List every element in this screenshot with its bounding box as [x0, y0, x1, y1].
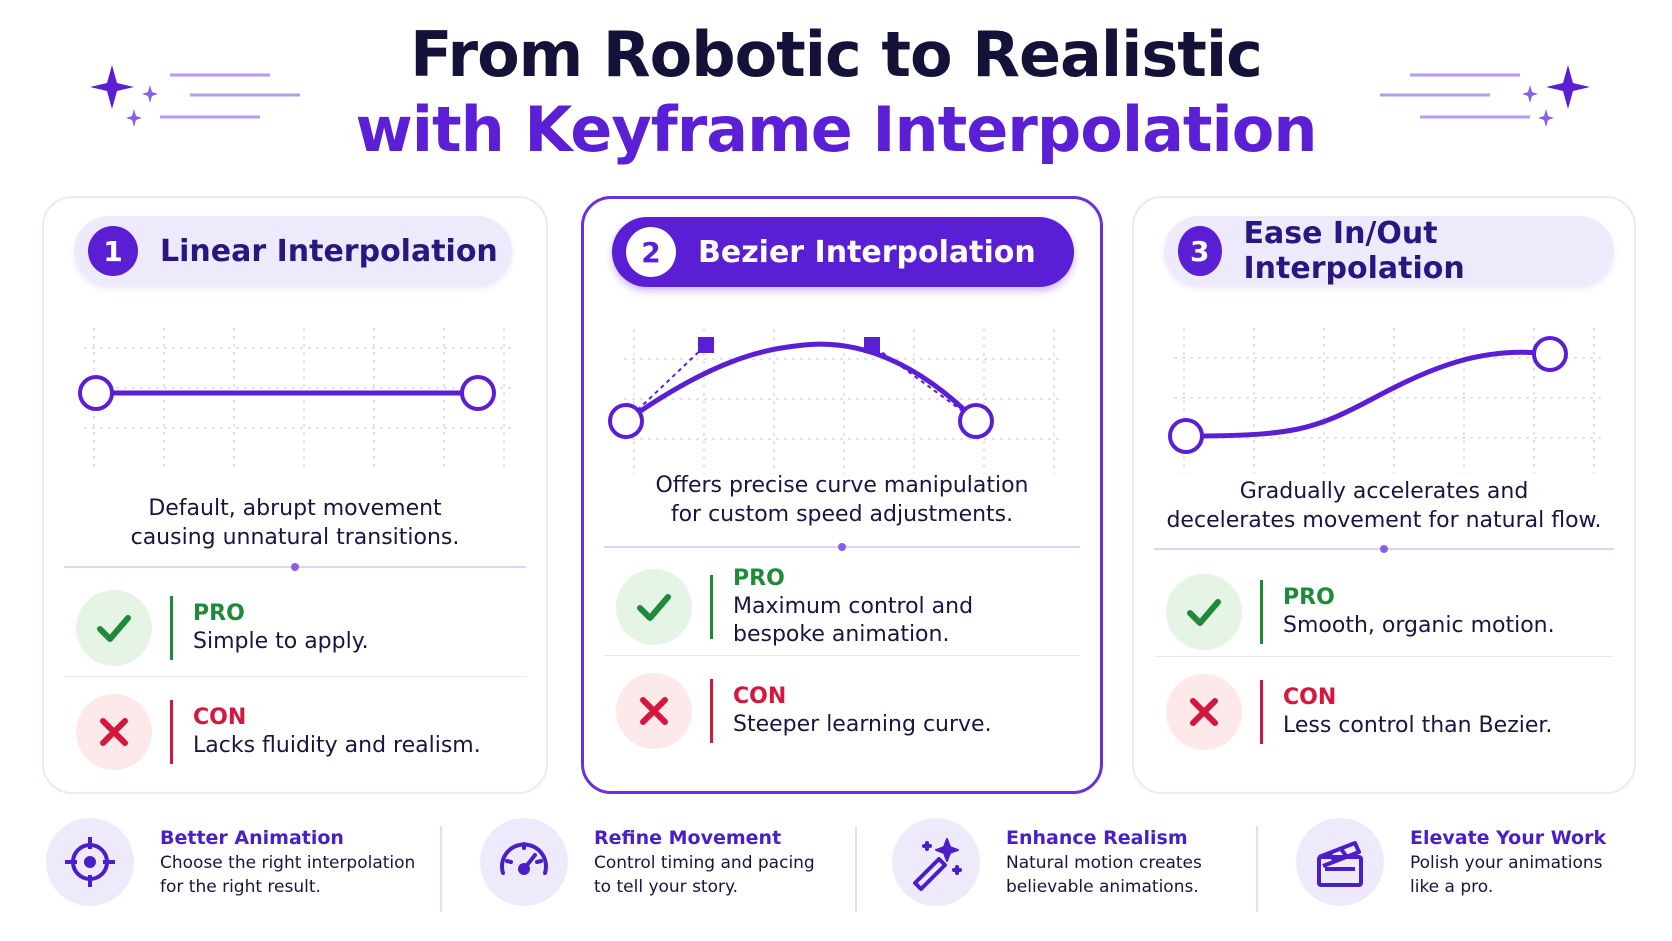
cross-icon	[76, 694, 152, 770]
pro-text: Simple to apply.	[193, 629, 369, 654]
con-label: CON	[1283, 685, 1337, 710]
page-title: From Robotic to Realistic with Keyframe …	[0, 18, 1672, 168]
check-icon	[1166, 574, 1242, 650]
card-header-pill: 2 Bezier Interpolation	[612, 217, 1074, 287]
description-line-2: causing unnatural transitions.	[130, 525, 460, 550]
bezier-curve-graph	[608, 329, 1064, 474]
card-description: Default, abrupt movement causing unnatur…	[64, 494, 526, 552]
con-label: CON	[193, 705, 247, 730]
pro-row: PRO Smooth, organic motion.	[1166, 572, 1614, 652]
description-line-1: Gradually accelerates and	[1239, 479, 1529, 504]
card-linear-interpolation: 1 Linear Interpolation Default, abrupt m…	[42, 196, 548, 794]
card-bezier-interpolation: 2 Bezier Interpolation Offers precise cu…	[581, 196, 1103, 794]
check-icon	[616, 569, 692, 645]
feature-better-animation: Better Animation Choose the right interp…	[46, 812, 415, 912]
con-row: CON Less control than Bezier.	[1166, 672, 1614, 752]
step-number-badge: 2	[626, 227, 676, 277]
clapperboard-icon	[1296, 818, 1384, 906]
pro-label: PRO	[733, 566, 785, 591]
card-header-pill: 3 Ease In/Out Interpolation	[1164, 216, 1614, 286]
description-line-1: Default, abrupt movement	[148, 496, 442, 521]
feature-line-1: Control timing and pacing	[594, 853, 815, 873]
speedometer-icon	[480, 818, 568, 906]
feature-elevate-your-work: Elevate Your Work Polish your animations…	[1296, 812, 1606, 912]
card-description: Offers precise curve manipulation for cu…	[604, 471, 1080, 529]
linear-curve-graph	[78, 328, 514, 468]
card-title: Ease In/Out Interpolation	[1243, 216, 1465, 286]
description-line-2: decelerates movement for natural flow.	[1166, 508, 1602, 533]
section-divider	[604, 543, 1080, 551]
pro-text-line-1: Maximum control and	[733, 594, 974, 619]
con-label: CON	[733, 684, 787, 709]
card-ease-in-out-interpolation: 3 Ease In/Out Interpolation Gradually ac…	[1132, 196, 1636, 794]
keyframe-end	[1532, 336, 1568, 372]
keyframe-start	[608, 403, 644, 439]
step-number-badge: 3	[1178, 226, 1222, 276]
card-title: Bezier Interpolation	[698, 234, 1036, 270]
cross-icon	[1166, 674, 1242, 750]
magic-wand-icon	[892, 818, 980, 906]
pro-text-line-2: bespoke animation.	[733, 622, 950, 647]
crosshair-icon	[46, 818, 134, 906]
feature-heading: Refine Movement	[594, 827, 782, 849]
feature-heading: Elevate Your Work	[1410, 827, 1607, 849]
feature-heading: Better Animation	[160, 827, 344, 849]
card-header-pill: 1 Linear Interpolation	[74, 216, 512, 286]
step-number-badge: 1	[88, 226, 138, 276]
feature-line-1: Choose the right interpolation	[160, 853, 416, 873]
feature-line-2: believable animations.	[1006, 877, 1199, 897]
cross-icon	[616, 673, 692, 749]
con-text: Lacks fluidity and realism.	[193, 733, 481, 758]
control-handle-left	[698, 337, 714, 353]
keyframe-end	[958, 403, 994, 439]
con-row: CON Lacks fluidity and realism.	[76, 692, 526, 772]
con-text: Steeper learning curve.	[733, 712, 992, 737]
sparkle-decoration-left	[90, 65, 300, 127]
section-divider	[64, 563, 526, 571]
pro-row: PRO Maximum control and bespoke animatio…	[616, 566, 1080, 647]
keyframe-start	[78, 375, 114, 411]
control-handle-right	[864, 337, 880, 353]
description-line-1: Offers precise curve manipulation	[655, 473, 1029, 498]
feature-line-1: Polish your animations	[1410, 853, 1603, 873]
feature-line-2: to tell your story.	[594, 877, 739, 897]
pro-label: PRO	[193, 601, 245, 626]
keyframe-start	[1168, 418, 1204, 454]
check-icon	[76, 590, 152, 666]
con-text: Less control than Bezier.	[1283, 713, 1553, 738]
feature-refine-movement: Refine Movement Control timing and pacin…	[480, 812, 815, 912]
section-divider	[1154, 545, 1614, 553]
con-row: CON Steeper learning curve.	[616, 671, 1080, 751]
pro-text: Smooth, organic motion.	[1283, 613, 1555, 638]
card-description: Gradually accelerates and decelerates mo…	[1154, 477, 1614, 535]
feature-line-2: for the right result.	[160, 877, 321, 897]
pro-row: PRO Simple to apply.	[76, 588, 526, 668]
title-line-2: with Keyframe Interpolation	[355, 93, 1317, 166]
card-title: Linear Interpolation	[160, 233, 498, 269]
keyframe-end	[460, 375, 496, 411]
pro-label: PRO	[1283, 585, 1335, 610]
feature-strip: Better Animation Choose the right interp…	[0, 812, 1672, 922]
title-line-1: From Robotic to Realistic	[410, 18, 1263, 91]
feature-enhance-realism: Enhance Realism Natural motion creates b…	[892, 812, 1202, 912]
ease-curve-graph	[1168, 328, 1604, 473]
description-line-2: for custom speed adjustments.	[670, 502, 1014, 527]
sparkle-decoration-right	[1380, 65, 1590, 127]
feature-heading: Enhance Realism	[1006, 827, 1188, 849]
feature-line-1: Natural motion creates	[1006, 853, 1202, 873]
feature-line-2: like a pro.	[1410, 877, 1494, 897]
